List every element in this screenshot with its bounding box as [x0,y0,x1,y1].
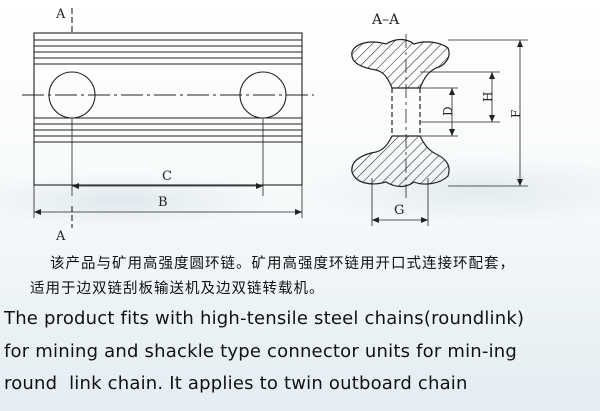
dim-g-label: G [394,203,404,218]
dim-d-label: D [441,106,455,116]
section-mark-bottom: A [55,229,66,244]
description-en-line2: for mining and shackle type connector un… [4,341,518,362]
description-en-line1: The product fits with high-tensile steel… [4,308,525,329]
section-view [351,34,450,200]
dim-c-label: C [162,169,172,184]
description-en-line3: round link chain. It applies to twin out… [4,373,468,394]
technical-drawing: A A C B A–A H D F G [22,7,528,244]
description-cn-line1: 该产品与矿用高强度圆环链。矿用高强度环链用开口式连接环配套， [50,256,515,272]
section-title: A–A [371,12,400,28]
link-body-outline [33,32,303,186]
dim-h-label: H [481,92,495,102]
front-view [22,8,314,228]
dim-f-label: F [509,110,523,118]
section-dimensions [371,39,528,226]
dim-b-label: B [158,195,168,210]
section-bottom-profile [351,135,450,188]
description-cn-line2: 适用于边双链刮板输送机及边双链转载机。 [30,281,325,297]
section-top-profile [351,38,450,89]
section-mark-top: A [55,7,66,22]
